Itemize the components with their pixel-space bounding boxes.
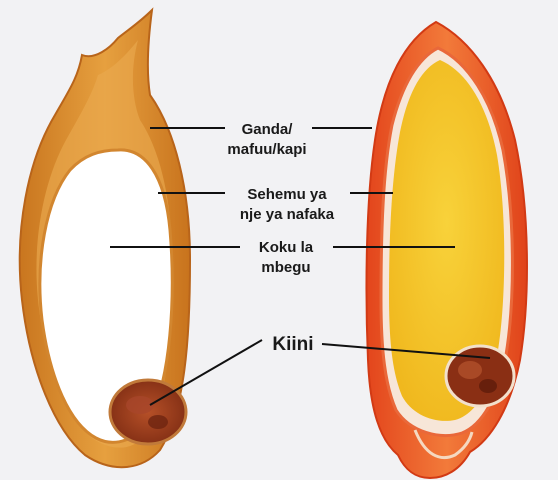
label-endosperm-line1: Koku la [236, 238, 336, 258]
label-endosperm: Koku la mbegu [236, 238, 336, 278]
label-germ-line1: Kiini [262, 334, 324, 356]
label-germ: Kiini [262, 334, 324, 356]
left-grain [20, 10, 190, 467]
label-husk-line1: Ganda/ [205, 120, 329, 140]
right-grain [366, 22, 526, 478]
label-bran-line2: nje ya nafaka [218, 205, 356, 225]
label-husk-line2: mafuu/kapi [205, 140, 329, 160]
label-bran: Sehemu ya nje ya nafaka [218, 185, 356, 225]
label-bran-line1: Sehemu ya [218, 185, 356, 205]
label-husk: Ganda/ mafuu/kapi [205, 120, 329, 160]
label-endosperm-line2: mbegu [236, 258, 336, 278]
